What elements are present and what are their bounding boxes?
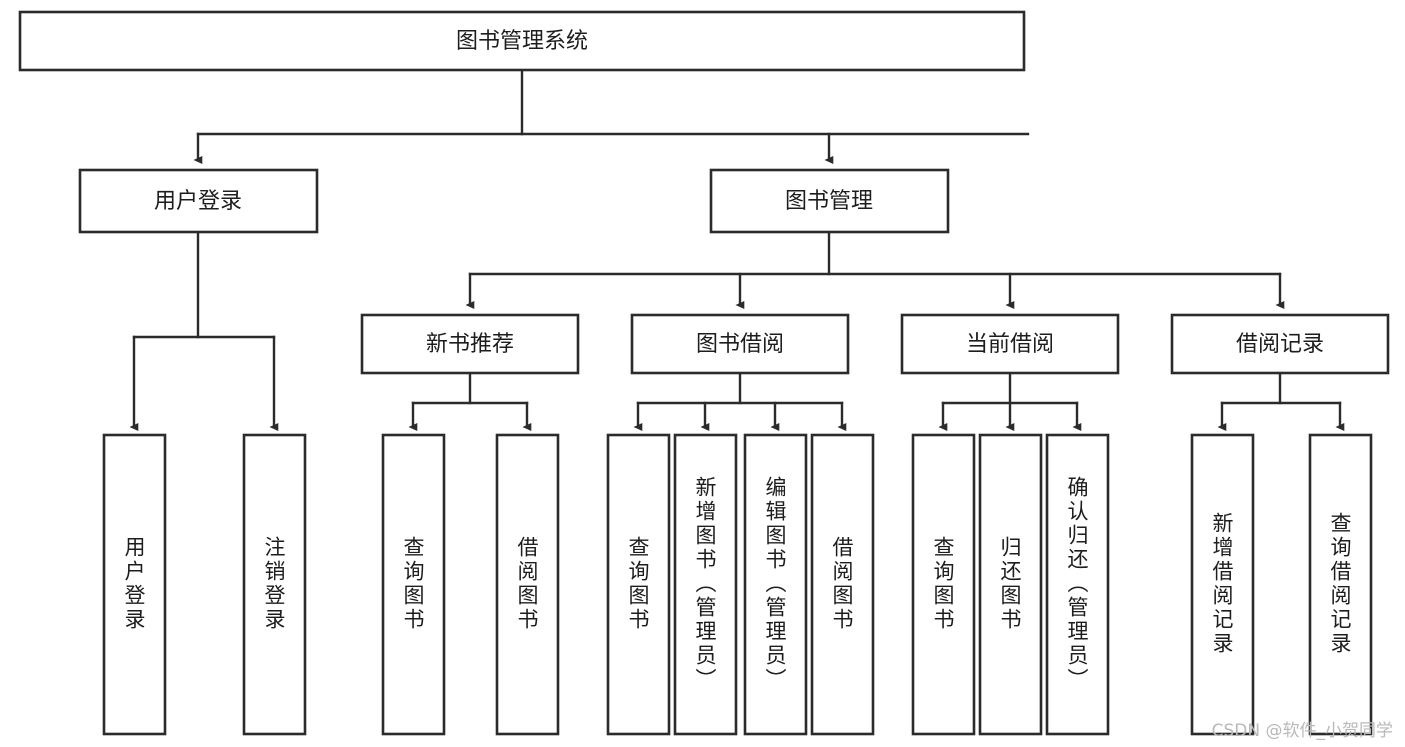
node-leaf-user-logout-box[interactable] [242, 433, 307, 736]
connector-bookmanage-to-level2 [465, 230, 1285, 310]
node-current-borrow-box[interactable] [900, 313, 1120, 375]
node-borrow-record-box[interactable] [1170, 313, 1390, 375]
node-new-book-recommend-label: 新书推荐 [426, 332, 514, 357]
node-leaf-confirm-return[interactable]: 确认归还（管理员） [1045, 433, 1110, 736]
node-leaf-borrow-book-2-label: 借阅图书 [830, 536, 854, 632]
node-leaf-add-record[interactable]: 新增借阅记录 [1190, 433, 1255, 736]
node-leaf-user-login-label: 用户登录 [122, 536, 146, 632]
node-leaf-borrow-book-1[interactable]: 借阅图书 [495, 433, 560, 736]
node-book-manage-box[interactable] [709, 168, 950, 234]
node-leaf-query-book-3-label: 查询图书 [931, 536, 955, 632]
node-current-borrow[interactable]: 当前借阅 [900, 313, 1120, 375]
node-root-label: 图书管理系统 [456, 29, 588, 54]
node-user-login[interactable]: 用户登录 [78, 168, 319, 234]
node-book-manage[interactable]: 图书管理 [709, 168, 950, 234]
node-leaf-user-login-box[interactable] [102, 433, 167, 736]
node-leaf-query-book-3[interactable]: 查询图书 [911, 433, 976, 736]
node-leaf-edit-book[interactable]: 编辑图书（管理员） [743, 433, 808, 736]
node-leaf-return-book-box[interactable] [978, 433, 1043, 736]
node-user-login-label: 用户登录 [154, 189, 242, 214]
node-leaf-add-record-label: 新增借阅记录 [1210, 512, 1234, 656]
node-leaf-return-book[interactable]: 归还图书 [978, 433, 1043, 736]
node-leaf-query-record[interactable]: 查询借阅记录 [1308, 433, 1373, 736]
node-current-borrow-label: 当前借阅 [966, 332, 1054, 357]
connector-currentborrow-to-leaves [938, 371, 1082, 432]
node-leaf-query-book-1[interactable]: 查询图书 [381, 433, 446, 736]
node-new-book-recommend[interactable]: 新书推荐 [360, 313, 580, 375]
node-book-borrow-label: 图书借阅 [696, 332, 784, 357]
node-leaf-return-book-label: 归还图书 [998, 536, 1022, 632]
node-leaf-confirm-return-box[interactable] [1045, 433, 1110, 736]
csdn-watermark: CSDN @软件_小贺同学 [1211, 721, 1393, 741]
connector-newbook-to-leaves [408, 371, 532, 432]
node-leaf-borrow-book-2[interactable]: 借阅图书 [810, 433, 875, 736]
node-leaf-query-book-2-box[interactable] [606, 433, 671, 736]
node-leaf-query-record-box[interactable] [1308, 433, 1373, 736]
node-book-borrow[interactable]: 图书借阅 [630, 313, 850, 375]
node-leaf-confirm-return-label: 确认归还（管理员） [1065, 476, 1089, 692]
node-leaf-borrow-book-1-label: 借阅图书 [515, 536, 539, 632]
node-book-borrow-box[interactable] [630, 313, 850, 375]
node-new-book-recommend-box[interactable] [360, 313, 580, 375]
node-leaf-query-book-2[interactable]: 查询图书 [606, 433, 671, 736]
node-leaf-add-book[interactable]: 新增图书（管理员） [673, 433, 738, 736]
node-leaf-add-book-box[interactable] [673, 433, 738, 736]
connector-userlogin-to-leaves [129, 230, 279, 432]
node-leaf-borrow-book-2-box[interactable] [810, 433, 875, 736]
node-borrow-record-label: 借阅记录 [1236, 332, 1324, 357]
node-leaf-add-record-box[interactable] [1190, 433, 1255, 736]
node-user-login-box[interactable] [78, 168, 319, 234]
node-leaf-borrow-book-1-box[interactable] [495, 433, 560, 736]
node-book-manage-label: 图书管理 [785, 189, 873, 214]
node-leaf-query-book-1-box[interactable] [381, 433, 446, 736]
connector-borrowrecord-to-leaves [1217, 371, 1345, 432]
node-leaf-query-book-3-box[interactable] [911, 433, 976, 736]
node-leaf-user-logout-label: 注销登录 [262, 536, 286, 632]
node-leaf-query-record-label: 查询借阅记录 [1328, 512, 1352, 656]
node-root-box[interactable] [18, 10, 1026, 72]
connector-root-to-level1 [193, 68, 1030, 165]
node-borrow-record[interactable]: 借阅记录 [1170, 313, 1390, 375]
node-leaf-edit-book-box[interactable] [743, 433, 808, 736]
node-leaf-user-login[interactable]: 用户登录 [102, 433, 167, 736]
node-root[interactable]: 图书管理系统 [18, 10, 1026, 72]
node-leaf-edit-book-label: 编辑图书（管理员） [763, 476, 787, 692]
node-leaf-query-book-2-label: 查询图书 [626, 536, 650, 632]
connector-bookborrow-to-leaves [633, 371, 847, 432]
node-leaf-user-logout[interactable]: 注销登录 [242, 433, 307, 736]
node-leaf-query-book-1-label: 查询图书 [401, 536, 425, 632]
node-leaf-add-book-label: 新增图书（管理员） [693, 476, 717, 692]
